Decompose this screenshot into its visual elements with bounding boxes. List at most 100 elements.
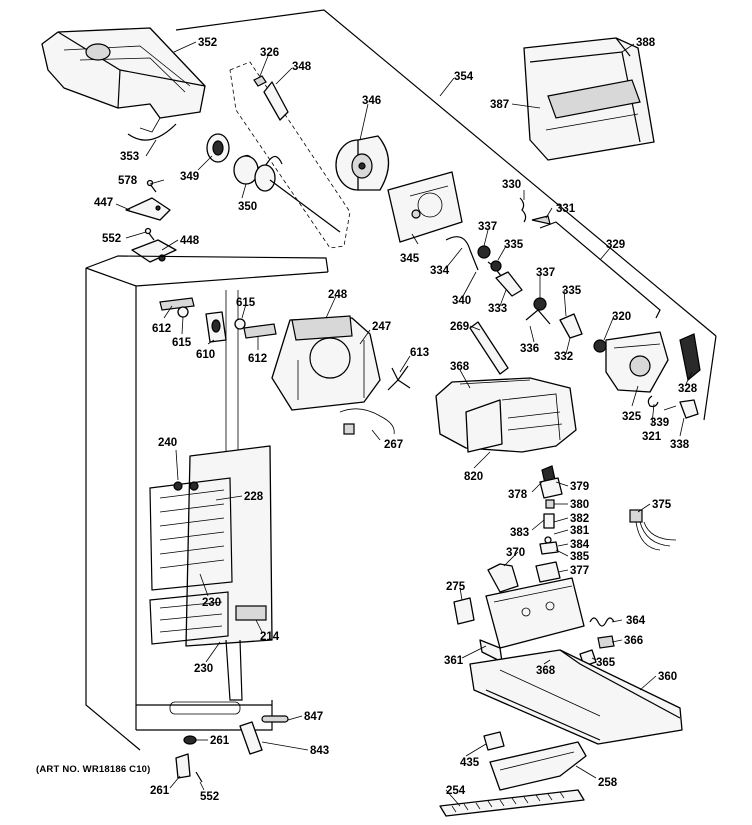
light-socket	[205, 311, 227, 343]
cabinet	[85, 255, 329, 751]
callout-258: 258	[598, 777, 618, 789]
spring	[589, 617, 615, 627]
dispenser-cover	[523, 37, 655, 161]
callout-214: 214	[260, 631, 280, 643]
small-parts-stack	[535, 499, 561, 583]
callout-330: 330	[502, 179, 521, 191]
callout-348: 348	[292, 61, 312, 73]
callout-843: 843	[310, 745, 329, 757]
callout-345: 345	[400, 253, 420, 265]
callout-353: 353	[120, 151, 139, 163]
callout-388: 388	[636, 37, 656, 49]
callout-370: 370	[506, 547, 525, 559]
callout-552: 552	[102, 233, 121, 245]
clip	[647, 395, 659, 408]
callout-349: 349	[180, 171, 199, 183]
evaporator-cover	[149, 445, 273, 701]
shelf-bracket	[125, 197, 171, 221]
callout-267: 267	[384, 439, 403, 451]
art-number: (ART NO. WR18186 C10)	[36, 764, 151, 775]
callout-248: 248	[328, 289, 348, 301]
callout-240: 240	[158, 437, 177, 449]
callout-552: 552	[200, 791, 219, 803]
callout-334: 334	[430, 265, 450, 277]
auger-assembly-outline	[229, 61, 351, 249]
fan-housing	[271, 315, 381, 411]
callout-254: 254	[446, 785, 466, 797]
callout-380: 380	[570, 499, 589, 511]
callout-613: 613	[410, 347, 429, 359]
callout-384: 384	[570, 539, 590, 551]
callout-247: 247	[372, 321, 391, 333]
linkage-rod	[519, 197, 661, 319]
callout-578: 578	[118, 175, 138, 187]
drip-tray	[439, 789, 585, 817]
wire-harness	[339, 408, 395, 435]
callout-339: 339	[650, 417, 669, 429]
callout-230: 230	[202, 597, 221, 609]
drive-coupling	[206, 133, 230, 163]
callout-328: 328	[678, 383, 698, 395]
callout-346: 346	[362, 95, 381, 107]
leader-lines	[115, 41, 693, 807]
switch	[539, 465, 563, 499]
callout-335: 335	[562, 285, 582, 297]
callout-230: 230	[194, 663, 213, 675]
retainer-tab	[263, 81, 289, 121]
ice-bucket	[41, 27, 206, 141]
callout-333: 333	[488, 303, 507, 315]
screw	[146, 179, 157, 193]
callout-338: 338	[670, 439, 690, 451]
callout-377: 377	[570, 565, 589, 577]
callout-331: 331	[556, 203, 576, 215]
screw-552	[195, 771, 203, 783]
hinge	[239, 721, 263, 755]
callout-378: 378	[508, 489, 528, 501]
callout-340: 340	[452, 295, 471, 307]
callout-382: 382	[570, 513, 589, 525]
guide-line	[175, 9, 717, 337]
callout-368: 368	[450, 361, 470, 373]
actuator	[679, 399, 699, 419]
callout-368: 368	[536, 665, 556, 677]
callout-352: 352	[198, 37, 217, 49]
clip-366	[597, 635, 615, 649]
callout-379: 379	[570, 481, 589, 493]
ice-maker	[435, 377, 577, 453]
rod	[469, 321, 509, 375]
paddle	[483, 731, 505, 751]
dispenser-trim	[489, 741, 587, 791]
door-flap	[679, 333, 701, 382]
callout-383: 383	[510, 527, 529, 539]
callout-615: 615	[172, 337, 192, 349]
callout-228: 228	[244, 491, 264, 503]
callout-329: 329	[606, 239, 625, 251]
callout-336: 336	[520, 343, 539, 355]
callout-435: 435	[460, 757, 480, 769]
callout-321: 321	[642, 431, 662, 443]
callout-447: 447	[94, 197, 113, 209]
callout-labels: 352 326 348 346 354 388 387 353 349 350 …	[94, 37, 698, 803]
dispenser-base	[469, 649, 683, 745]
callout-326: 326	[260, 47, 279, 59]
callout-385: 385	[570, 551, 590, 563]
callout-337: 337	[536, 267, 555, 279]
wiring-connector	[629, 509, 677, 551]
callout-366: 366	[624, 635, 643, 647]
hinge-bracket	[175, 753, 191, 779]
callout-381: 381	[570, 525, 590, 537]
callout-387: 387	[490, 99, 509, 111]
callout-820: 820	[464, 471, 483, 483]
callout-269: 269	[450, 321, 469, 333]
solenoid-housing	[593, 331, 669, 393]
callout-261: 261	[210, 735, 230, 747]
callout-375: 375	[652, 499, 672, 511]
shelf-bracket-lower	[131, 239, 177, 263]
nut	[253, 75, 267, 87]
fan-blade	[387, 365, 411, 391]
callout-320: 320	[612, 311, 631, 323]
plug	[183, 735, 197, 745]
callout-615: 615	[236, 297, 256, 309]
screw	[144, 227, 155, 241]
